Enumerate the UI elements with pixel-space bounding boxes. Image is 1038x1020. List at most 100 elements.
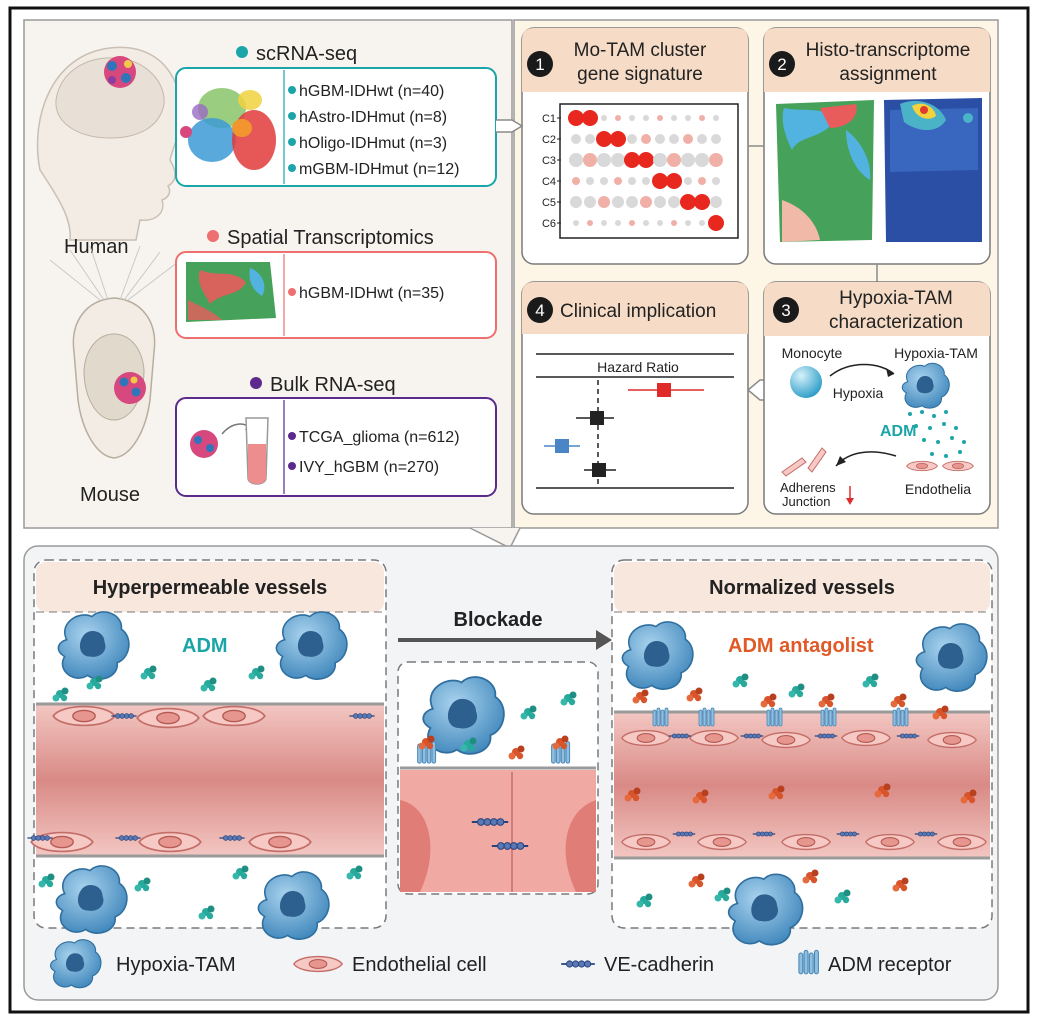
histology-map — [776, 100, 874, 242]
dotplot-dot — [615, 220, 621, 226]
spatial-tissue-map — [186, 262, 276, 322]
scrna-item-3: hOligo-IDHmut (n=3) — [299, 135, 447, 152]
dotplot-dot — [569, 153, 583, 167]
dotplot-dot — [710, 196, 722, 208]
panel-4-number-badge — [527, 297, 553, 323]
dotplot-dot — [582, 110, 598, 126]
dotplot-dot — [699, 115, 705, 121]
left-adm-label: ADM — [182, 635, 228, 657]
panel-3-title-line1: Hypoxia-TAM — [839, 288, 953, 309]
panel-1-title-line1: Mo-TAM cluster — [574, 40, 707, 61]
dotplot-dot — [614, 177, 622, 185]
panel-3-number: 3 — [781, 301, 790, 320]
endothelia-label: Endothelia — [905, 481, 971, 497]
monocyte-icon — [790, 366, 822, 398]
scrna-dot-icon — [236, 46, 248, 58]
dotplot-dot — [712, 177, 720, 185]
dotplot-dot — [698, 177, 706, 185]
dotplot-dot — [596, 131, 612, 147]
hazard-ratio-label: Hazard Ratio — [597, 359, 679, 375]
right-adm-label: ADM antagolist — [728, 635, 874, 657]
bulk-item-2: IVY_hGBM (n=270) — [299, 459, 439, 476]
endothelia-cell-icon-1 — [906, 460, 938, 472]
dotplot-dot — [666, 173, 682, 189]
dotplot-dot — [640, 196, 652, 208]
dotplot-dot — [671, 115, 677, 121]
blockade-arrow-icon — [398, 630, 612, 650]
dotplot-dot — [657, 220, 663, 226]
normalized-title: Normalized vessels — [709, 577, 895, 599]
adherens-junction-cells — [781, 447, 827, 477]
dotplot-dot — [643, 115, 649, 121]
dotplot-dot — [638, 152, 654, 168]
adm-label-panel3: ADM — [880, 423, 916, 440]
dotplot-dot — [572, 177, 580, 185]
dotplot-dot — [671, 220, 677, 226]
scrna-list: hGBM-IDHwt (n=40) hAstro-IDHmut (n=8) hO… — [288, 83, 459, 178]
panel-1-number: 1 — [535, 55, 544, 74]
scrna-umap-plot — [180, 88, 276, 170]
scrna-item-4: mGBM-IDHmut (n=12) — [299, 161, 459, 178]
dotplot-dot — [601, 220, 607, 226]
dotplot-dot — [629, 115, 635, 121]
dotplot-dot — [573, 220, 579, 226]
bulk-title: Bulk RNA-seq — [270, 374, 396, 396]
bulk-tube-illustration — [190, 417, 269, 485]
dotplot-dot — [711, 134, 721, 144]
dotplot-dot — [583, 153, 597, 167]
dotplot-dot — [654, 196, 666, 208]
dotplot-row-label: C3 — [542, 155, 556, 167]
blockade-label: Blockade — [454, 609, 543, 631]
dotplot-row-label: C4 — [542, 176, 556, 188]
hyperpermeable-title: Hyperpermeable vessels — [93, 577, 328, 599]
legend: Hypoxia-TAM Endothelial cell VE-cadherin… — [49, 939, 952, 989]
dotplot-dot — [612, 196, 624, 208]
dotplot-row-label: C5 — [542, 197, 556, 209]
forest-plot: Hazard Ratio — [536, 353, 734, 489]
legend-endothelial-cell: Endothelial cell — [352, 954, 487, 976]
legend-ve-cadherin: VE-cadherin — [604, 954, 714, 976]
dotplot-frame — [559, 103, 739, 239]
panel-1-number-badge — [527, 51, 553, 77]
dotplot-dot — [681, 153, 695, 167]
endothelia-cell-icon-2 — [942, 460, 974, 472]
dotplot-dot — [626, 196, 638, 208]
spatial-dot-icon — [207, 230, 219, 242]
dotplot-dot — [585, 134, 595, 144]
dotplot-dot — [601, 115, 607, 121]
dotplot-dot — [684, 177, 692, 185]
hypoxia-label: Hypoxia — [833, 385, 884, 401]
dotplot-dot — [668, 196, 680, 208]
panel-2-title-line2: assignment — [839, 64, 937, 85]
dotplot-dot — [685, 115, 691, 121]
spatial-title: Spatial Transcriptomics — [227, 227, 434, 249]
adherens-label-line2: Junction — [782, 494, 830, 509]
panel-4-title: Clinical implication — [560, 301, 716, 322]
dotplot-dot — [655, 134, 665, 144]
dotplot-row-label: C1 — [542, 113, 556, 125]
dotplot-dot — [641, 134, 651, 144]
dotplot-dot — [611, 153, 625, 167]
dotplot-dot — [695, 153, 709, 167]
spatial-item-1: hGBM-IDHwt (n=35) — [299, 285, 444, 302]
species-human-label: Human — [64, 236, 128, 258]
dotplot-dot — [653, 153, 667, 167]
bulk-box — [175, 397, 497, 497]
dotplot-dot — [709, 153, 723, 167]
dotplot-dot — [713, 115, 719, 121]
dotplot-dot — [615, 115, 621, 121]
bulk-item-1: TCGA_glioma (n=612) — [299, 429, 460, 446]
panel-3-number-badge — [773, 297, 799, 323]
dotplot-dot — [680, 194, 696, 210]
panel-1-title-line2: gene signature — [577, 64, 703, 85]
scrna-item-2: hAstro-IDHmut (n=8) — [299, 109, 447, 126]
dotplot-dot — [652, 173, 668, 189]
dotplot-dot — [629, 220, 635, 226]
legend-adm-receptor: ADM receptor — [828, 954, 952, 976]
dotplot-dot — [624, 152, 640, 168]
bottom-panel: Hyperpermeable vessels ADM Blockade — [23, 545, 999, 1001]
dotplot-dot — [584, 196, 596, 208]
dotplot-dot — [683, 134, 693, 144]
dotplot-dot — [627, 134, 637, 144]
dotplot-dot — [657, 115, 663, 121]
